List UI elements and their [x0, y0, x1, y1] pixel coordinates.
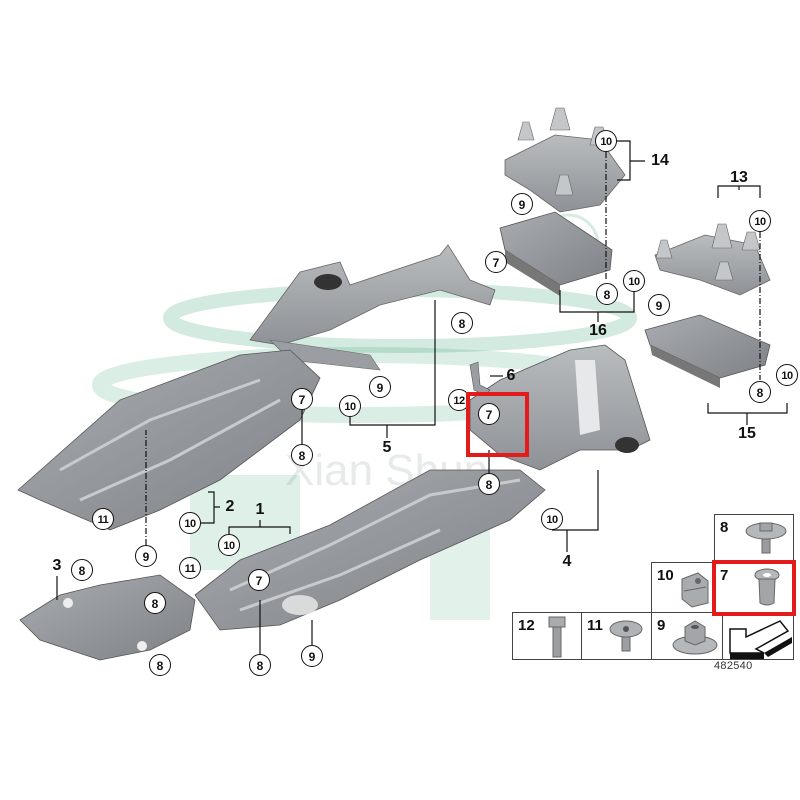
- callout-8: 8: [291, 444, 313, 466]
- washer-screw-icon: [745, 522, 787, 554]
- callout-8: 8: [71, 559, 93, 581]
- group-label-2: 2: [225, 498, 235, 515]
- callout-7: 7: [248, 569, 270, 591]
- callout-11: 11: [92, 508, 114, 530]
- group-label-13: 13: [730, 169, 748, 186]
- panel-part-3: [19, 574, 196, 661]
- diagram-number: 482540: [714, 660, 753, 672]
- callout-9: 9: [135, 545, 157, 567]
- plastic-rivet-icon: [609, 620, 643, 652]
- clip-nut-icon: [681, 572, 709, 608]
- bracket-part-14: [504, 107, 626, 213]
- group-label-5: 5: [382, 439, 392, 456]
- callout-8: 8: [478, 473, 500, 495]
- callout-8: 8: [596, 283, 618, 305]
- highlight-part-7-legend: [712, 560, 796, 616]
- callout-10: 10: [776, 364, 798, 386]
- callout-8: 8: [749, 381, 771, 403]
- group-label-1: 1: [255, 501, 265, 518]
- callout-10: 10: [541, 508, 563, 530]
- callout-10: 10: [595, 130, 617, 152]
- brace-part-5: [249, 244, 496, 371]
- callout-8: 8: [249, 654, 271, 676]
- panel-part-4: [469, 344, 651, 471]
- callout-8: 8: [149, 654, 171, 676]
- callout-10: 10: [179, 512, 201, 534]
- callout-9: 9: [648, 294, 670, 316]
- callout-8: 8: [144, 592, 166, 614]
- direction-arrow-icon: [729, 620, 792, 659]
- group-label-3: 3: [52, 557, 62, 574]
- legend-cell-direction-arrow: [722, 612, 794, 660]
- callout-10: 10: [623, 270, 645, 292]
- callout-7: 7: [478, 403, 500, 425]
- tray-part-16: [499, 211, 613, 296]
- bracket-part-6: [469, 361, 491, 396]
- group-label-4: 4: [562, 553, 572, 570]
- tray-part-15: [644, 314, 771, 388]
- callout-8: 8: [451, 312, 473, 334]
- callout-9: 9: [511, 193, 533, 215]
- leader-lines: [56, 140, 788, 654]
- callout-7: 7: [291, 388, 313, 410]
- legend-cell-clip-nut: 10: [651, 562, 715, 613]
- panel-part-2: [17, 349, 321, 531]
- expanding-rivet-nut-icon: [754, 568, 780, 606]
- hex-bolt-icon: [548, 616, 566, 658]
- callout-10: 10: [749, 210, 771, 232]
- legend-cell-flange-nut: 9: [651, 612, 723, 660]
- bracket-part-13: [654, 223, 771, 296]
- flange-nut-icon: [672, 620, 718, 655]
- group-label-16: 16: [589, 322, 607, 339]
- callout-9: 9: [369, 376, 391, 398]
- callout-9: 9: [301, 645, 323, 667]
- callout-7: 7: [485, 251, 507, 273]
- legend-cell-hex-bolt: 12: [512, 612, 582, 660]
- group-label-6: 6: [506, 367, 516, 384]
- legend-cell-plastic-rivet: 11: [581, 612, 652, 660]
- callout-10: 10: [339, 395, 361, 417]
- callout-11: 11: [179, 557, 201, 579]
- highlight-part-7-in-view: [466, 392, 529, 457]
- panel-part-1: [194, 469, 546, 631]
- group-label-15: 15: [738, 425, 756, 442]
- callout-10: 10: [218, 534, 240, 556]
- legend-cell-washer-screw: 8: [714, 514, 794, 563]
- group-label-14: 14: [651, 152, 669, 169]
